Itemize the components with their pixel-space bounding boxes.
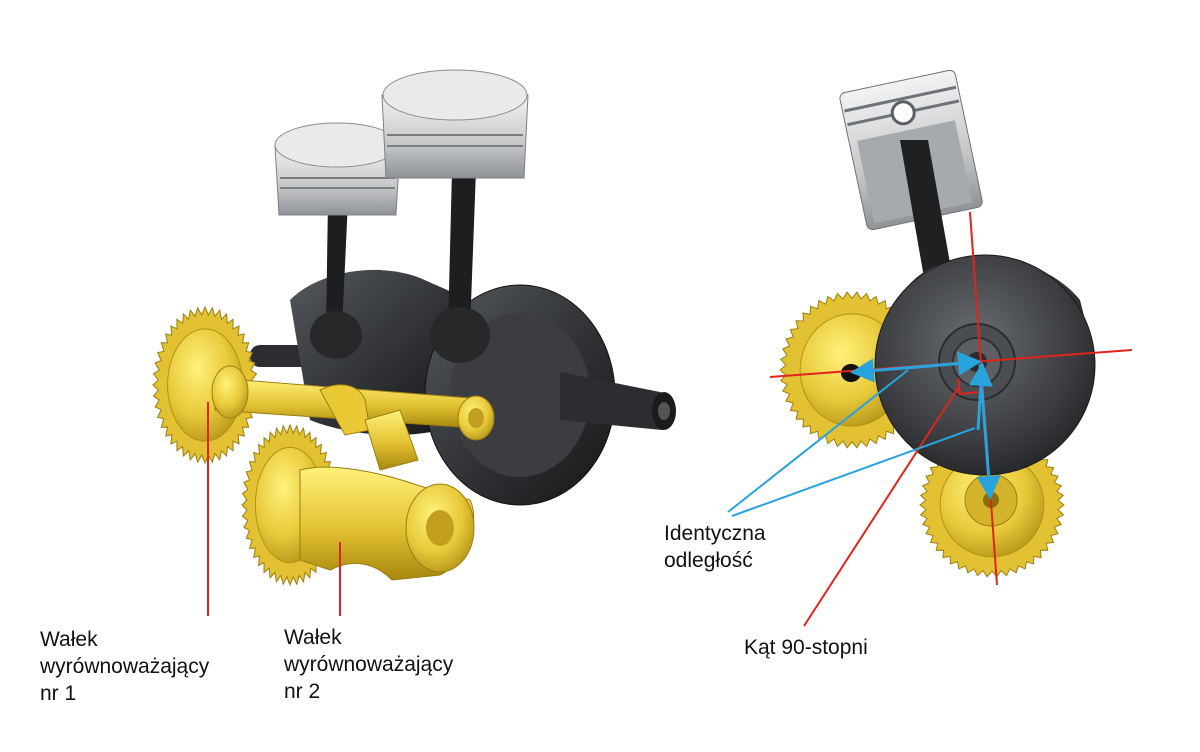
label-line: wyrównoważający: [40, 655, 210, 678]
label-identical-distance: Identyczna odległość: [664, 520, 766, 574]
right-assembly: [727, 69, 1133, 627]
label-balance-shaft-2: Wałek wyrównoważający nr 2: [284, 624, 453, 705]
distance-arrow-start: [904, 351, 982, 376]
left-assembly: [152, 69, 676, 616]
leader-line-distance-2: [731, 427, 976, 517]
label-line: nr 1: [40, 682, 77, 705]
label-line: Wałek: [284, 626, 342, 649]
leader-line-distance-1: [727, 369, 909, 513]
balance-shaft-2: [241, 423, 475, 587]
balance-shaft-1: [152, 305, 495, 471]
label-line: nr 2: [284, 680, 321, 703]
leader-line-angle: [803, 387, 959, 627]
label-line: odległość: [664, 549, 753, 572]
label-line: Identyczna: [664, 522, 766, 545]
piston: [274, 122, 401, 216]
label-angle-90: Kąt 90-stopni: [744, 636, 868, 659]
label-line: wyrównoważający: [284, 653, 454, 676]
label-balance-shaft-1: Wałek wyrównoważający nr 1: [40, 626, 209, 707]
piston: [381, 69, 529, 179]
label-line: Wałek: [40, 628, 98, 651]
